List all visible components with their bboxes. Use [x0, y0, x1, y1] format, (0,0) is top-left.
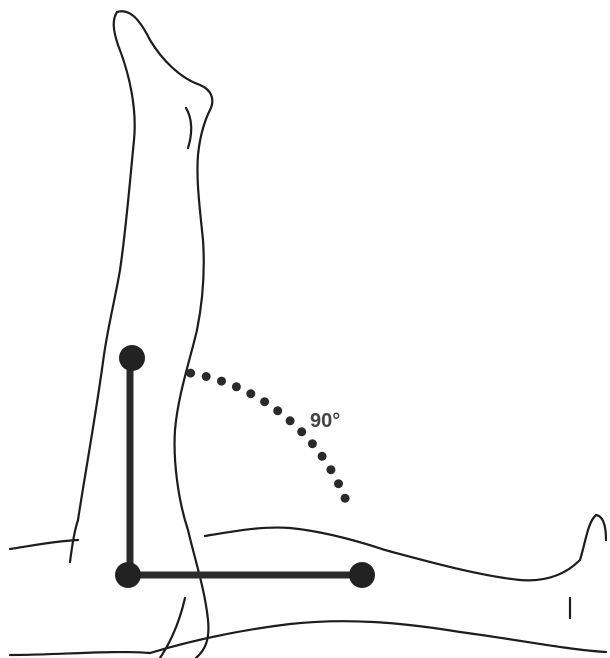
arc-dot	[273, 406, 282, 415]
resting-leg-top-contour	[10, 515, 606, 580]
buttock-contour	[10, 652, 150, 655]
arc-dot	[260, 397, 269, 406]
angle-arc	[186, 369, 350, 503]
ankle-joint-marker	[349, 562, 375, 588]
resting-leg-bottom-contour	[150, 621, 606, 653]
arc-dot	[297, 427, 306, 436]
arc-dot	[246, 389, 255, 398]
resting-leg-outline	[10, 515, 606, 655]
arc-dot	[326, 465, 335, 474]
arc-dot	[286, 416, 295, 425]
arc-dot	[308, 439, 317, 448]
toe-crease	[186, 108, 191, 148]
arc-dot	[217, 377, 226, 386]
angle-label: 90°	[310, 410, 340, 432]
arc-dot	[318, 452, 327, 461]
arc-dot	[186, 369, 195, 378]
hip-joint-marker	[115, 562, 141, 588]
knee-joint-marker	[119, 345, 145, 371]
raised-leg-outline	[70, 11, 212, 658]
arc-dot	[232, 382, 241, 391]
arc-dot	[334, 479, 343, 488]
raised-leg-back-contour	[70, 11, 212, 658]
arc-dot	[202, 372, 211, 381]
arc-dot	[341, 494, 350, 503]
